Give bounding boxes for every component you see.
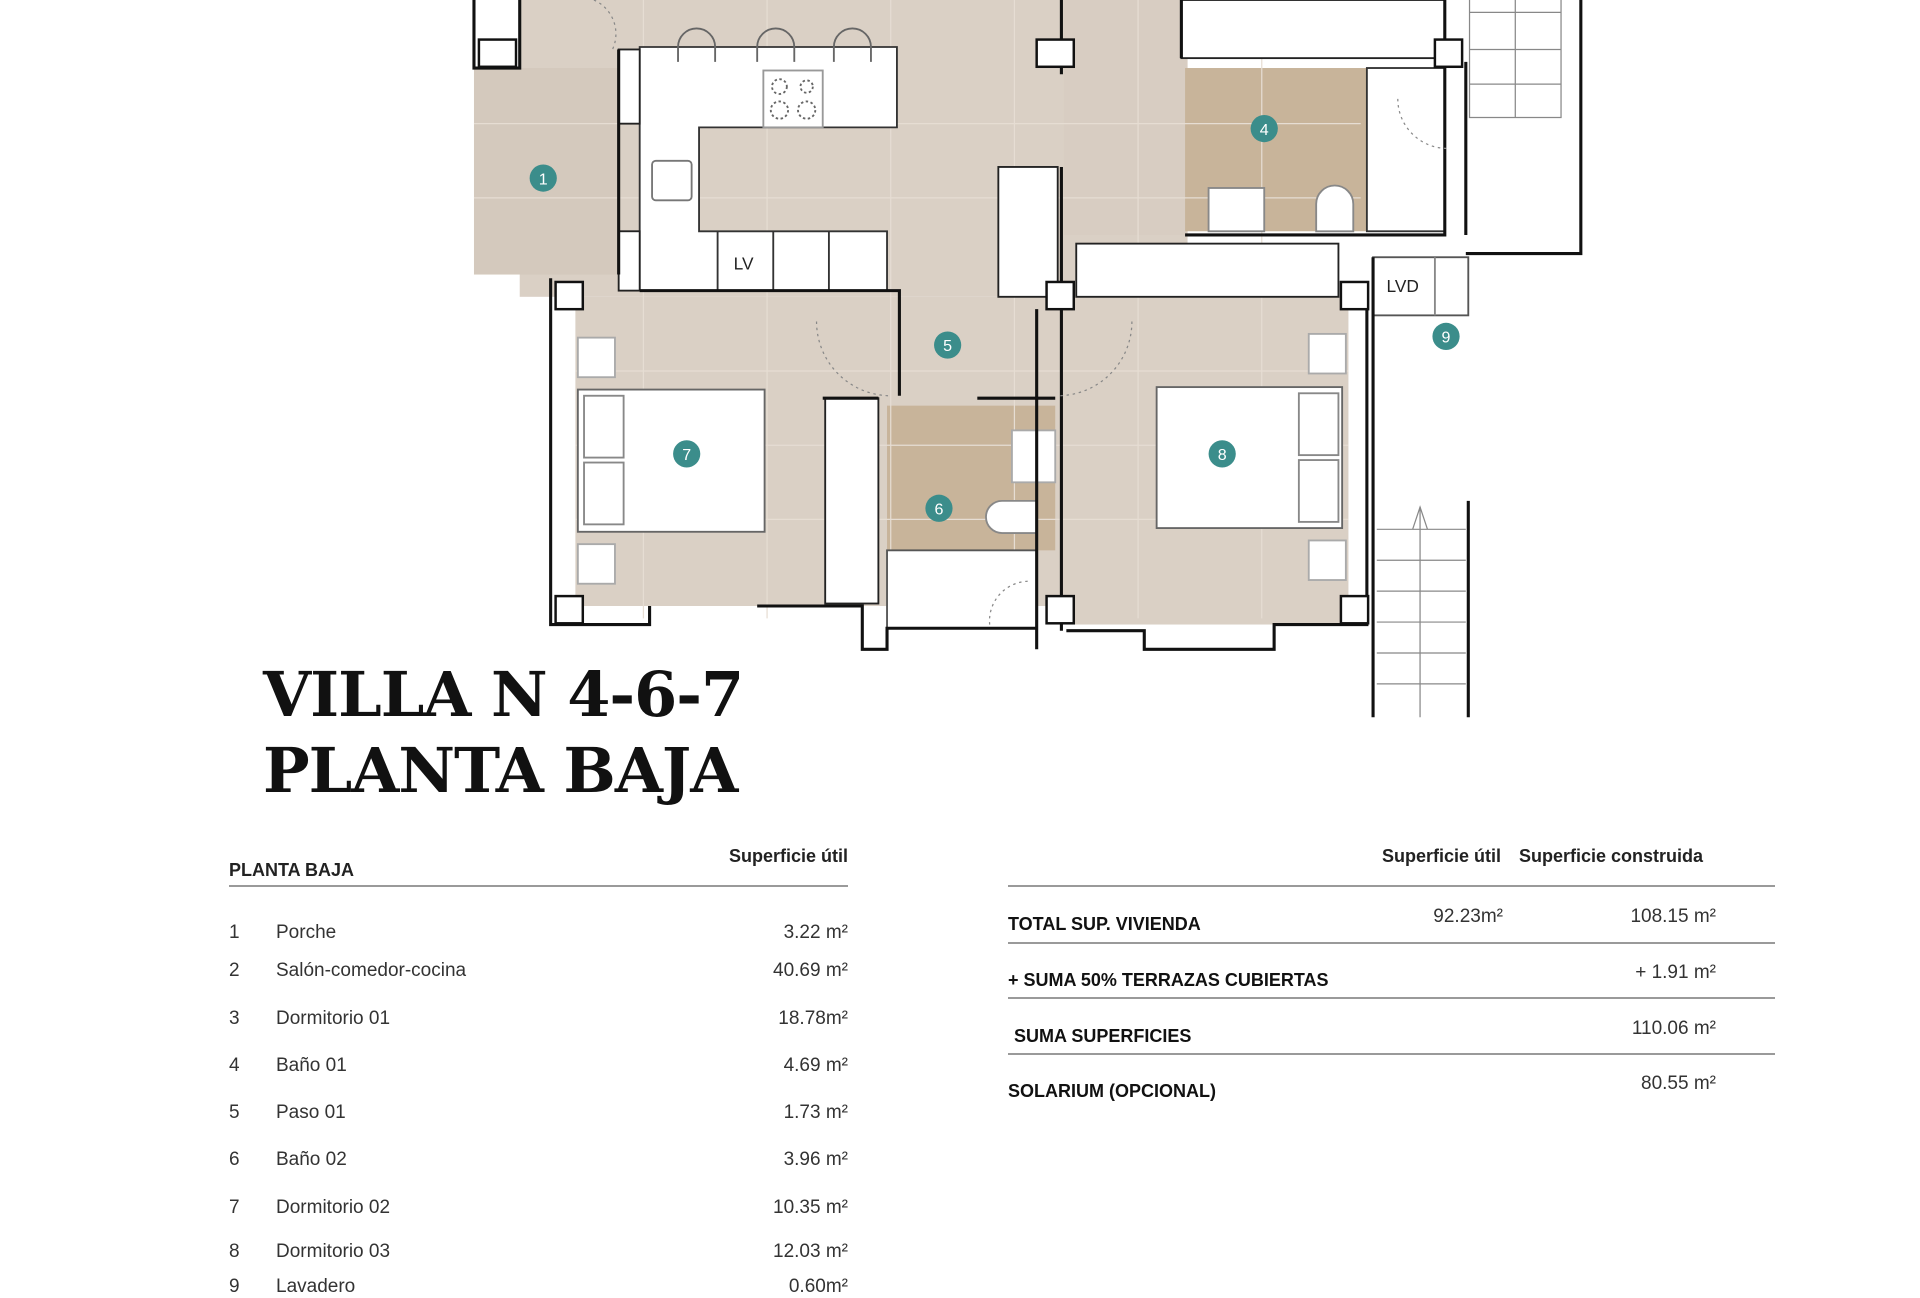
summary-label: + SUMA 50% TERRAZAS CUBIERTAS bbox=[1008, 970, 1329, 990]
rooms-table-column-header: Superficie útil bbox=[728, 846, 848, 866]
room-area: 0.60m² bbox=[788, 1276, 848, 1297]
room-number: 3 bbox=[229, 1008, 240, 1029]
room-name: Lavadero bbox=[276, 1276, 356, 1297]
summary-construida: + 1.91 m² bbox=[1635, 962, 1716, 983]
room-area: 3.22 m² bbox=[783, 922, 848, 943]
divider bbox=[1008, 1053, 1775, 1055]
room-number: 7 bbox=[229, 1197, 240, 1218]
summary-label: SUMA SUPERFICIES bbox=[1014, 1026, 1192, 1046]
marker-5: 5 bbox=[934, 331, 962, 359]
room-area: 40.69 m² bbox=[773, 960, 848, 981]
room-number: 4 bbox=[229, 1055, 240, 1076]
divider bbox=[229, 885, 848, 887]
room-name: Dormitorio 01 bbox=[276, 1008, 391, 1029]
summary-construida: 80.55 m² bbox=[1641, 1073, 1716, 1094]
marker-6: 6 bbox=[925, 494, 953, 522]
room-markers: 1 4 5 6 7 8 9 bbox=[529, 115, 1460, 522]
room-number: 2 bbox=[229, 960, 240, 981]
room-name: Baño 01 bbox=[276, 1055, 347, 1076]
svg-text:8: 8 bbox=[1218, 446, 1227, 464]
marker-7: 7 bbox=[673, 440, 701, 468]
room-name: Salón-comedor-cocina bbox=[276, 960, 467, 981]
divider bbox=[1008, 997, 1775, 999]
room-name: Baño 02 bbox=[276, 1149, 347, 1170]
room-name: Paso 01 bbox=[276, 1102, 346, 1123]
rooms-table-heading: PLANTA BAJA bbox=[229, 860, 354, 880]
room-area: 1.73 m² bbox=[783, 1102, 848, 1123]
room-name: Porche bbox=[276, 922, 337, 943]
room-number: 6 bbox=[229, 1149, 240, 1170]
room-name: Dormitorio 03 bbox=[276, 1241, 391, 1262]
svg-text:5: 5 bbox=[943, 337, 952, 355]
fixtures bbox=[576, 0, 1470, 630]
marker-9: 9 bbox=[1432, 322, 1460, 350]
floor-title: PLANTA BAJA bbox=[263, 734, 738, 807]
room-number: 9 bbox=[229, 1276, 240, 1297]
divider bbox=[1008, 885, 1775, 887]
summary-util: 92.23m² bbox=[1433, 906, 1503, 927]
svg-text:9: 9 bbox=[1442, 329, 1451, 347]
summary-col-construida: Superficie construida bbox=[1519, 846, 1704, 866]
room-number: 1 bbox=[229, 922, 240, 943]
summary-label: TOTAL SUP. VIVIENDA bbox=[1008, 914, 1201, 934]
villa-title: VILLA N 4-6-7 bbox=[263, 658, 744, 731]
summary-construida: 108.15 m² bbox=[1630, 906, 1716, 927]
room-area: 18.78m² bbox=[778, 1008, 848, 1029]
stairs bbox=[1376, 0, 1562, 718]
room-area: 4.69 m² bbox=[783, 1055, 848, 1076]
room-number: 5 bbox=[229, 1102, 240, 1123]
summary-col-util: Superficie útil bbox=[1381, 846, 1501, 866]
door-swings bbox=[593, 0, 1448, 625]
room-area: 3.96 m² bbox=[783, 1149, 848, 1170]
svg-text:1: 1 bbox=[539, 170, 548, 188]
lvd-label: LVD bbox=[1387, 276, 1419, 296]
svg-text:6: 6 bbox=[935, 500, 944, 518]
svg-text:4: 4 bbox=[1260, 121, 1269, 139]
svg-text:7: 7 bbox=[682, 446, 691, 464]
room-area: 12.03 m² bbox=[773, 1241, 848, 1262]
room-number: 8 bbox=[229, 1241, 240, 1262]
marker-8: 8 bbox=[1208, 440, 1236, 468]
summary-label: SOLARIUM (OPCIONAL) bbox=[1008, 1081, 1216, 1101]
room-name: Dormitorio 02 bbox=[276, 1197, 391, 1218]
room-area: 10.35 m² bbox=[773, 1197, 848, 1218]
marker-1: 1 bbox=[529, 164, 557, 192]
columns bbox=[477, 38, 1464, 625]
summary-construida: 110.06 m² bbox=[1631, 1018, 1716, 1039]
walls bbox=[472, 0, 1583, 718]
marker-4: 4 bbox=[1250, 115, 1278, 143]
divider bbox=[1008, 942, 1775, 944]
lv-label: LV bbox=[734, 254, 754, 274]
